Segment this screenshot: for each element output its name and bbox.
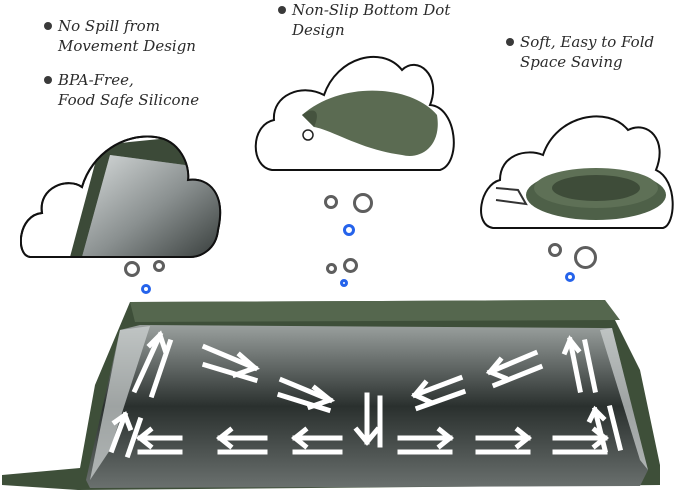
feature-line: No Spill from	[58, 17, 160, 35]
feature-line: Food Safe Silicone	[58, 91, 200, 109]
bubble-ring	[324, 195, 338, 209]
bullet-icon	[278, 6, 286, 14]
feature-non-slip: Non-Slip Bottom Dot Design	[278, 0, 451, 40]
bubble-ring	[574, 246, 597, 269]
feature-line: Soft, Easy to Fold	[520, 33, 655, 51]
flow-arrows	[108, 330, 624, 459]
cloud-water-closeup	[20, 135, 222, 258]
bubble-ring	[124, 261, 140, 277]
feature-line: Design	[292, 21, 345, 39]
bullet-icon	[506, 38, 514, 46]
cloud-folded-bowl	[480, 115, 674, 229]
feature-line: Non-Slip Bottom Dot	[292, 1, 451, 19]
bubble-ring-blue	[565, 272, 575, 282]
feature-line: BPA-Free,	[58, 71, 134, 89]
feature-foldable: Soft, Easy to Fold Space Saving	[506, 32, 655, 72]
bubble-ring-blue	[343, 224, 355, 236]
bubble-ring	[153, 260, 165, 272]
feature-no-spill: No Spill from Movement Design	[44, 16, 196, 56]
feature-bpa-free: BPA-Free, Food Safe Silicone	[44, 70, 200, 110]
bubble-ring	[326, 263, 337, 274]
feature-line: Movement Design	[58, 37, 196, 55]
bubble-ring-blue	[340, 279, 348, 287]
bubble-ring	[548, 243, 562, 257]
bullet-icon	[44, 76, 52, 84]
bubble-ring	[343, 258, 358, 273]
carabiner-icon	[495, 187, 528, 206]
cloud-non-slip-bottom	[254, 55, 455, 171]
bowl-cross-section	[2, 300, 660, 490]
feature-line: Space Saving	[520, 53, 623, 71]
bubble-ring	[353, 193, 373, 213]
bullet-icon	[44, 22, 52, 30]
bubble-ring-blue	[141, 284, 151, 294]
carabiner-icon	[302, 129, 314, 141]
